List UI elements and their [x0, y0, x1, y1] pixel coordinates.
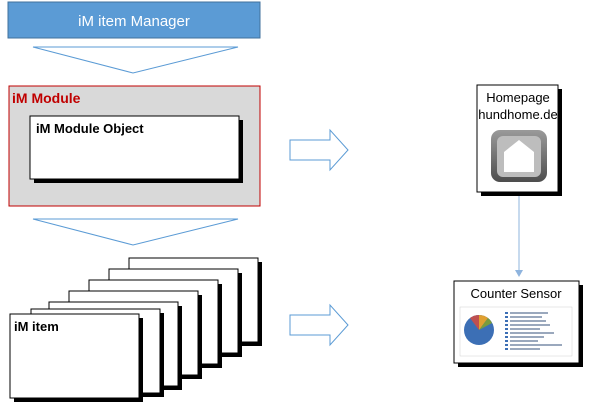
item-card-front: iM item [9, 313, 143, 402]
funnel-arrow-1 [32, 46, 239, 74]
module-label: iM Module [12, 90, 81, 106]
home-icon [491, 130, 547, 182]
pie-chart-icon [459, 306, 573, 357]
module-box: iM Module iM Module Object [8, 85, 261, 207]
module-object-label: iM Module Object [36, 121, 144, 136]
module-object-box: iM Module Object [29, 115, 243, 183]
item-manager-box: iM item Manager [7, 1, 261, 39]
item-manager-label: iM item Manager [78, 13, 190, 30]
counter-sensor-title: Counter Sensor [470, 286, 562, 301]
item-label: iM item [14, 319, 59, 334]
counter-sensor-box: Counter Sensor [453, 280, 583, 367]
flow-arrow-module-to-homepage [289, 128, 349, 172]
homepage-title: Homepage [486, 90, 550, 105]
flow-arrow-items-to-counter [289, 303, 349, 347]
homepage-subtitle: hundhome.de [478, 107, 558, 122]
homepage-box: Homepage hundhome.de [476, 84, 562, 196]
item-stack: iM item [9, 257, 262, 402]
funnel-arrow-2 [32, 218, 239, 246]
